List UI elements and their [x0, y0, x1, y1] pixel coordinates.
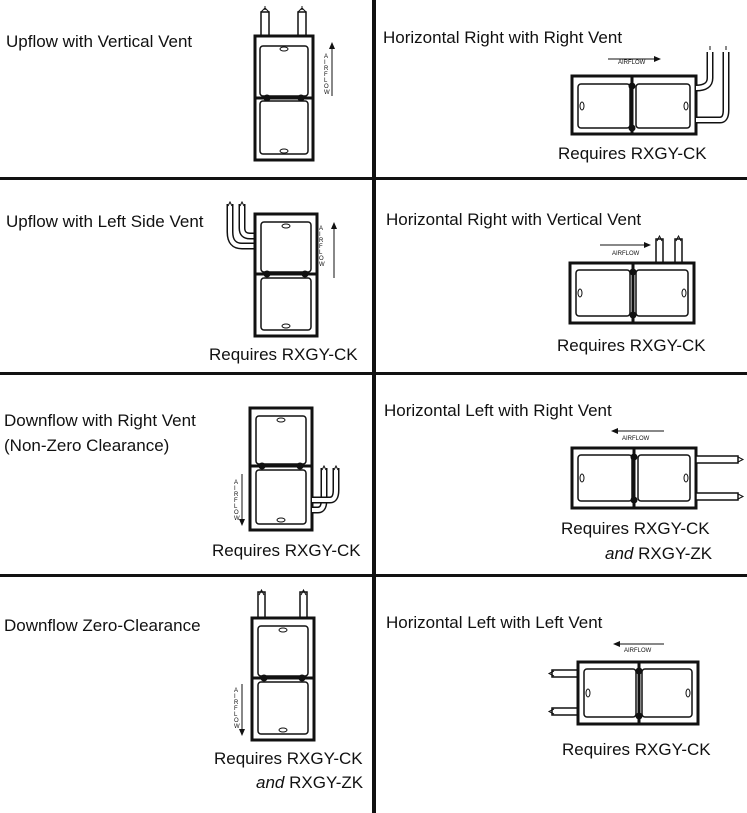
grid-divider-1 — [0, 177, 747, 180]
svg-text:I: I — [319, 232, 321, 238]
cell-title-downflow-right-vent-line2: (Non-Zero Clearance) — [4, 436, 170, 455]
furnace-horizontal-left-left-vent-diagram: AIRFLOW — [547, 641, 700, 726]
svg-text:W: W — [319, 262, 325, 268]
svg-text:R: R — [324, 66, 329, 72]
requires-label: Requires RXGY-CK — [214, 749, 363, 768]
requires-extra-label: and RXGY-ZK — [256, 773, 364, 792]
cell-title-upflow-left-vent: Upflow with Left Side Vent — [6, 212, 204, 231]
requires-label: Requires RXGY-CK — [212, 541, 361, 560]
cell-title-horizontal-left-right-vent: Horizontal Left with Right Vent — [384, 401, 612, 420]
airflow-label: AIRFLOW — [624, 648, 652, 654]
requires-extra-label: and RXGY-ZK — [605, 544, 713, 563]
furnace-upflow-left-vent-diagram: AIRFLOW — [226, 200, 337, 338]
svg-text:A: A — [234, 688, 238, 694]
airflow-label: AIRFLOW — [622, 436, 650, 442]
svg-text:W: W — [234, 724, 240, 730]
svg-text:A: A — [319, 226, 323, 232]
furnace-downflow-zero-clearance-diagram: AIRFLOW — [234, 588, 316, 742]
svg-text:O: O — [234, 510, 239, 516]
svg-text:A: A — [234, 480, 238, 486]
svg-text:I: I — [234, 694, 236, 700]
svg-text:F: F — [234, 706, 238, 712]
svg-text:F: F — [324, 72, 328, 78]
furnace-horizontal-right-vertical-vent-diagram: AIRFLOW — [568, 234, 696, 325]
svg-text:O: O — [324, 84, 329, 90]
cell-title-horizontal-right-right-vent: Horizontal Right with Right Vent — [383, 28, 623, 47]
grid-divider-3 — [0, 574, 747, 577]
requires-label: Requires RXGY-CK — [561, 519, 710, 538]
grid-divider-2 — [0, 372, 747, 375]
svg-text:R: R — [319, 238, 324, 244]
furnace-horizontal-right-right-vent-diagram: AIRFLOW — [570, 46, 730, 136]
svg-text:L: L — [234, 712, 238, 718]
svg-text:F: F — [319, 244, 323, 250]
requires-label: Requires RXGY-CK — [558, 144, 707, 163]
furnace-horizontal-left-right-vent-diagram: AIRFLOW — [570, 428, 745, 510]
requires-label: Requires RXGY-CK — [557, 336, 706, 355]
svg-text:F: F — [234, 498, 238, 504]
airflow-label: AIRFLOW — [612, 251, 640, 257]
furnace-downflow-right-vent-diagram: AIRFLOW — [234, 406, 340, 532]
grid-divider-vertical — [372, 0, 376, 813]
svg-text:O: O — [234, 718, 239, 724]
svg-text:R: R — [234, 492, 239, 498]
svg-text:I: I — [324, 60, 326, 66]
svg-text:W: W — [324, 90, 330, 96]
cell-title-downflow-zero-clearance: Downflow Zero-Clearance — [4, 616, 201, 635]
furnace-upflow-vertical-diagram: AIRFLOW — [253, 6, 335, 162]
cell-title-downflow-right-vent-line1: Downflow with Right Vent — [4, 411, 196, 430]
svg-text:A: A — [324, 54, 328, 60]
svg-text:R: R — [234, 700, 239, 706]
requires-label: Requires RXGY-CK — [562, 740, 711, 759]
cell-title-horizontal-left-left-vent: Horizontal Left with Left Vent — [386, 613, 603, 632]
cell-title-horizontal-right-vertical-vent: Horizontal Right with Vertical Vent — [386, 210, 642, 229]
svg-text:W: W — [234, 516, 240, 522]
svg-text:L: L — [319, 250, 323, 256]
svg-text:I: I — [234, 486, 236, 492]
airflow-label: AIRFLOW — [618, 60, 646, 66]
cell-title-upflow-vertical: Upflow with Vertical Vent — [6, 32, 193, 51]
svg-text:L: L — [234, 504, 238, 510]
svg-text:L: L — [324, 78, 328, 84]
svg-text:O: O — [319, 256, 324, 262]
requires-label: Requires RXGY-CK — [209, 345, 358, 364]
